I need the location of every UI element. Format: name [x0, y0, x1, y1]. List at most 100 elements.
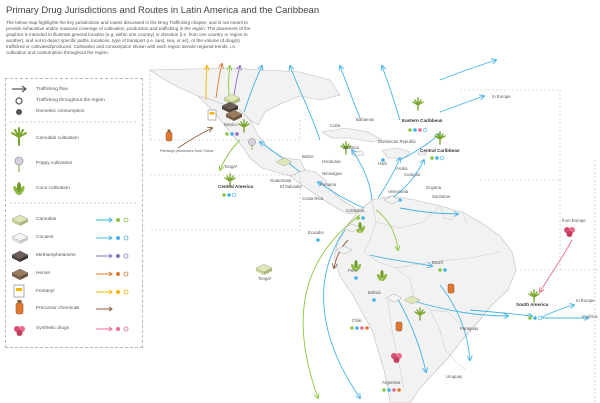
flow-venezuela-east	[399, 207, 458, 214]
brazil-precursor-icon	[447, 283, 455, 294]
label-colombia: Colombia	[346, 208, 365, 213]
flow-colombia-central	[318, 182, 365, 209]
colombia-cocaine-block-icon	[343, 223, 361, 233]
dots-chile	[350, 326, 369, 330]
chile-precursor-icon	[395, 321, 403, 332]
map-drug-icons	[165, 93, 575, 363]
dots-central-caribbean	[430, 155, 445, 161]
central-america-leaf-icon	[224, 173, 236, 187]
label-south-america: South America	[516, 302, 549, 307]
south-america-land	[333, 195, 517, 403]
legend-label-trafficking-region: Trafficking throughout the region	[36, 98, 105, 103]
legend-label-fentanyl: Fentanyl	[36, 289, 55, 294]
label-guatemala: Guatemala	[270, 178, 292, 183]
central-caribbean-leaf-icon	[434, 131, 446, 145]
flow-colombia-venezuela-green	[375, 209, 398, 250]
legend-label-cannabis: Cannabis	[36, 217, 57, 222]
place-labels: Mexico Cuba Bahamas Jamaica Haiti Domini…	[160, 94, 598, 385]
tonga-cannabis-block-icon	[255, 263, 273, 275]
flow-peru-brazil	[369, 254, 432, 266]
label-honduras: Honduras	[322, 159, 341, 164]
label-chile: Chile	[352, 318, 362, 323]
legend-graphics	[10, 85, 138, 336]
flow-south-blue-arc	[323, 229, 360, 398]
argentina-synthetic-icon	[391, 353, 402, 363]
label-tonga-2: Tonga*	[258, 276, 272, 281]
label-peru: Peru	[348, 268, 358, 273]
cocaine-block-icon	[11, 232, 29, 244]
label-from-europe: from Europe	[562, 218, 586, 223]
legend-label-methamphetamine: Methamphetamine	[36, 253, 76, 258]
cannabis-leaf-icon	[11, 127, 27, 146]
region-boundaries	[149, 70, 600, 403]
paraguay-cannabis-block-icon	[403, 295, 421, 305]
legend-label-coca-cultivation: Coca cultivation	[36, 186, 70, 191]
venezuela-cocaine-block-icon	[383, 195, 401, 205]
dots-argentina	[382, 388, 401, 392]
dots-mexico	[225, 132, 239, 136]
mexico-meth-block-icon	[221, 101, 239, 113]
mexico-fentanyl-icon	[207, 109, 217, 121]
label-ecuador: Ecuador	[308, 230, 325, 235]
europe-synthetic-icon	[564, 227, 575, 237]
open-circle-icon	[15, 97, 23, 105]
label-panama: Panama	[320, 182, 337, 187]
peru-coca-icon	[350, 260, 362, 272]
map-title: Primary Drug Jurisdictions and Routes in…	[6, 5, 320, 16]
dots-eastern-caribbean	[408, 127, 428, 133]
south-america-region-leaf-icon	[528, 289, 540, 303]
eastern-caribbean-leaf-icon	[412, 97, 424, 111]
label-aruba: Aruba	[396, 166, 408, 171]
flow-mexico-north-orange	[215, 64, 222, 99]
hispaniola-land	[381, 147, 411, 159]
flow-caribbean-north-1	[290, 66, 321, 141]
paraguay-cannabis-leaf-icon	[414, 307, 426, 321]
flow-bolivia-south	[395, 295, 426, 372]
label-dominican: Dominican Republic	[378, 139, 417, 144]
dots-south-america-region	[528, 315, 543, 321]
north-america-land	[149, 67, 341, 126]
label-argentina: Argentina	[382, 380, 401, 385]
legend-panel: Trafficking flow Trafficking throughout …	[5, 78, 143, 348]
bolivia-cocaine-block-icon	[385, 293, 403, 303]
puerto-rico-land	[417, 151, 427, 156]
flow-caribbean-north-3	[382, 66, 401, 121]
flow-precursors-china	[177, 128, 212, 149]
label-brazil: Brazil	[432, 260, 443, 265]
legend-label-heroin: Heroin	[36, 271, 51, 276]
label-belize: Belize	[302, 154, 314, 159]
label-central-caribbean: Central Caribbean	[420, 148, 460, 153]
fentanyl-icon	[13, 284, 25, 298]
label-fentanyl-precursors: Fentanyl precursors from China	[160, 149, 214, 153]
label-tonga-1: Tonga*	[224, 164, 238, 169]
filled-circle-icon	[16, 109, 22, 115]
legend-color-arrows	[96, 217, 129, 332]
legend-label-precursor-chemicals: Precursor chemicals	[36, 306, 80, 311]
coca-leaf-icon	[13, 182, 25, 195]
cannabis-block-icon	[11, 214, 29, 226]
land-masses	[149, 67, 517, 403]
flow-top-to-europe	[439, 60, 496, 81]
mexico-cannabis-icon	[238, 119, 250, 133]
bolivia-coca-icon	[376, 270, 388, 282]
methamphetamine-block-icon	[11, 250, 29, 262]
label-bahamas: Bahamas	[356, 117, 374, 122]
label-bolivia: Bolivia	[368, 290, 381, 295]
flow-from-europe-synthetic	[540, 239, 573, 292]
label-cuba: Cuba	[330, 123, 341, 128]
label-eastern-caribbean: Eastern Caribbean	[402, 118, 443, 123]
central-america-land	[289, 169, 359, 215]
mexico-poppy-icon	[248, 138, 256, 150]
flow-colombia-north-3	[391, 160, 424, 199]
flow-mexico-west	[220, 139, 241, 170]
label-to-africa: to Africa	[582, 314, 598, 319]
label-mexico: Mexico	[224, 122, 238, 127]
legend-label-domestic-consumption: Domestic consumption	[36, 109, 85, 114]
flow-mexico-north-blue	[243, 66, 262, 113]
flow-to-europe-east	[439, 96, 484, 113]
synthetic-drugs-icon	[14, 326, 25, 336]
poppy-icon	[14, 156, 24, 172]
label-uruguay: Uruguay	[446, 374, 463, 379]
label-nicaragua: Nicaragua	[322, 171, 342, 176]
